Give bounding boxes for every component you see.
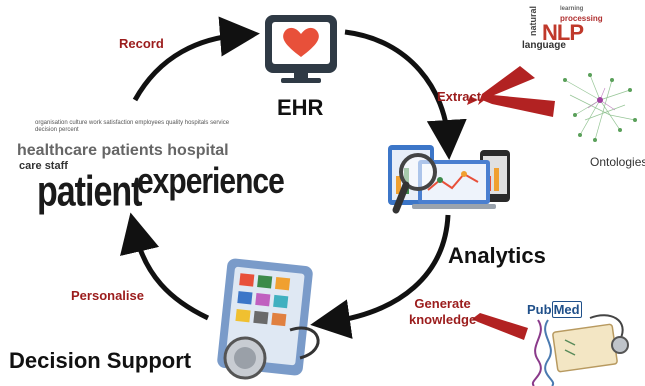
nlp-word-learning: learning <box>560 6 584 12</box>
record-label: Record <box>119 36 164 51</box>
analytics-label: Analytics <box>448 243 546 268</box>
ontologies-label: Ontologies <box>590 155 645 169</box>
generate-knowledge-arrow <box>472 313 528 340</box>
personalise-label: Personalise <box>71 288 144 303</box>
generate-knowledge-label: Generate knowledge <box>409 296 476 328</box>
generate-knowledge-line2: knowledge <box>409 312 477 327</box>
decision-support-label: Decision Support <box>9 348 192 373</box>
ehr-label: EHR <box>277 95 324 120</box>
heart-icon <box>283 27 319 57</box>
patient-experience-word-cloud: organisation culture work satisfaction e… <box>15 118 285 218</box>
word-cloud-line1: healthcare patients hospital <box>17 142 229 159</box>
record-arrow <box>132 16 260 102</box>
nlp-word: NLP <box>542 20 584 45</box>
generate-knowledge-line1: Generate <box>414 296 471 311</box>
word-cloud-experience: experience <box>137 162 285 202</box>
nlp-word-processing: processing <box>560 14 603 23</box>
pubmed-logo-pub: Pub <box>527 302 552 317</box>
magnifier-icon <box>399 153 437 191</box>
extract-label: Extract <box>437 89 482 104</box>
word-cloud-small-words: organisation culture work satisfaction e… <box>35 120 230 133</box>
nlp-word-cloud: NLP natural language processing learning <box>520 6 640 61</box>
analytics-to-decision-arrow <box>310 214 451 339</box>
word-cloud-line2: care staff <box>19 160 68 172</box>
extract-arrows <box>467 66 555 117</box>
word-cloud-patient: patient <box>37 168 142 216</box>
pubmed-logo-med: Med <box>551 301 582 318</box>
personalise-arrow <box>120 212 210 321</box>
stethoscope-icon <box>223 326 320 380</box>
ehr-to-analytics-arrow <box>344 29 467 160</box>
nlp-word-language: language <box>522 40 566 51</box>
